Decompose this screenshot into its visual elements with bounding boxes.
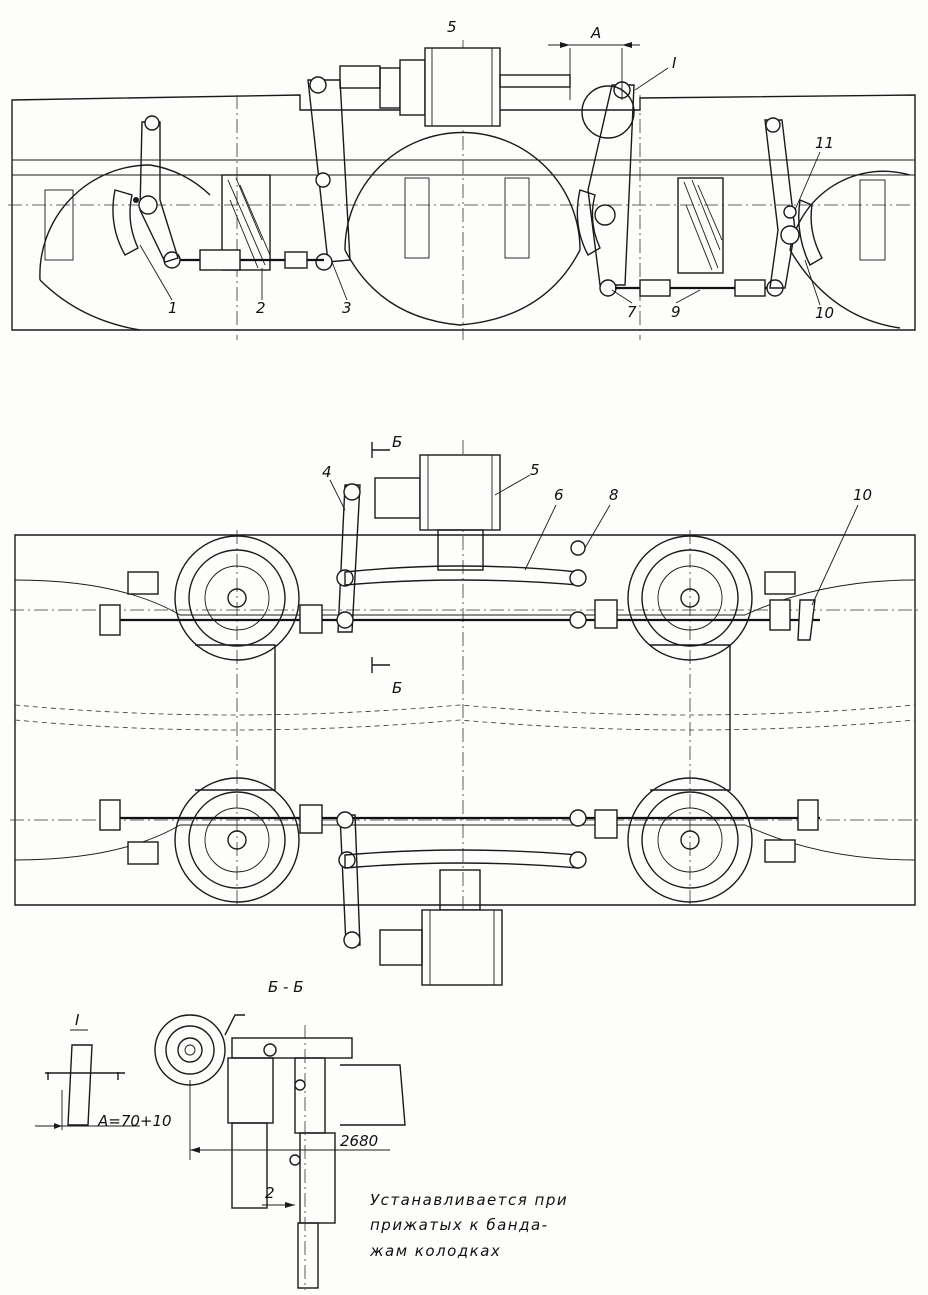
callout-9: 9: [671, 303, 681, 321]
installation-note-line-1: Устанавливается при: [370, 1191, 568, 1209]
detail-i-label: I: [672, 54, 677, 72]
section-dimension-2680: 2680: [340, 1132, 378, 1150]
section-title: Б - Б: [268, 978, 304, 996]
wheel-front-left: [174, 535, 300, 661]
wheel-rear-left: [174, 777, 300, 903]
plan-view-labels: 4 5 6 8 10 Б Б: [322, 433, 872, 697]
detail-i-view: [35, 1044, 140, 1130]
callout-7: 7: [627, 303, 637, 321]
callout-1: 1: [168, 299, 178, 317]
detail-i-title: I: [75, 1011, 80, 1029]
callout-10: 10: [815, 304, 834, 322]
callout-3: 3: [342, 299, 352, 317]
callout-5: 5: [447, 18, 457, 36]
section-position-2: 2: [265, 1184, 275, 1202]
section-mark-upper: Б: [392, 433, 402, 451]
wheel-rear-right: [627, 777, 753, 903]
callout-10-plan: 10: [853, 486, 872, 504]
detail-i-labels: I А=70+10: [70, 1011, 172, 1130]
plan-view: [10, 440, 920, 986]
section-b-b-view: [154, 1014, 406, 1290]
callout-6: 6: [554, 486, 564, 504]
top-side-view: [8, 40, 920, 340]
top-view-labels: 1 2 3 5 7 9 10 11 А I: [168, 18, 834, 322]
wheel-front-right: [627, 535, 753, 661]
callout-4: 4: [322, 463, 332, 481]
dimension-a-label: А: [590, 24, 601, 42]
section-mark-lower: Б: [392, 679, 402, 697]
installation-note-line-2: прижатых к банда-: [370, 1216, 549, 1234]
section-b-b-labels: Б - Б 2680 2 Устанавливается при прижаты…: [265, 978, 568, 1260]
callout-11: 11: [815, 134, 834, 152]
top-view-leaders: [139, 151, 821, 306]
detail-dimension-a: А=70+10: [97, 1112, 172, 1130]
callout-2: 2: [256, 299, 266, 317]
callout-8: 8: [609, 486, 619, 504]
installation-note-line-3: жам колодках: [369, 1242, 501, 1260]
callout-5-plan: 5: [530, 461, 540, 479]
